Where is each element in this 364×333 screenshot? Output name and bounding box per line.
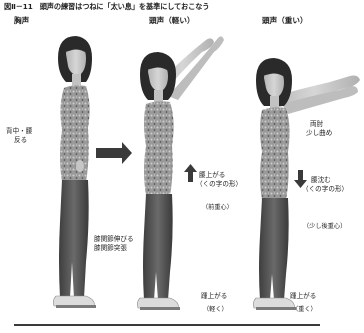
right-arrow-icon — [96, 142, 132, 164]
chest-back-annotation-line1: 背中・腰 — [6, 128, 32, 136]
heavy-elbow-annotation-line2: 少し曲め — [306, 130, 332, 138]
heavy-back-weight-annotation: （少し後重心） — [303, 223, 346, 230]
light-waist-annotation-line1: 腰上がる — [199, 172, 225, 180]
light-heel-annotation: 踵上がる — [201, 293, 227, 301]
chest-back-annotation-line2: 反る — [14, 137, 27, 145]
chest-knee-annotation-line2: 膝関節突張 — [94, 245, 127, 253]
light-waist-annotation-line2: （くの字の形） — [196, 181, 242, 189]
light-annotation: （軽く） — [203, 306, 228, 313]
head-voice-heavy-figure — [253, 58, 360, 310]
heavy-waist-annotation-line1: 腰沈む — [311, 177, 331, 185]
heavy-elbow-annotation-line1: 両肘 — [310, 121, 323, 129]
chest-knee-annotation-line1: 膝関節伸びる — [94, 236, 134, 244]
chest-voice-figure — [53, 36, 96, 308]
heavy-waist-annotation-line2: （くの字の形） — [302, 186, 348, 194]
light-front-weight-annotation: （前重心） — [202, 204, 233, 211]
heavy-annotation: （重く） — [292, 306, 317, 313]
heavy-heel-annotation: 踵上がる — [290, 293, 316, 301]
